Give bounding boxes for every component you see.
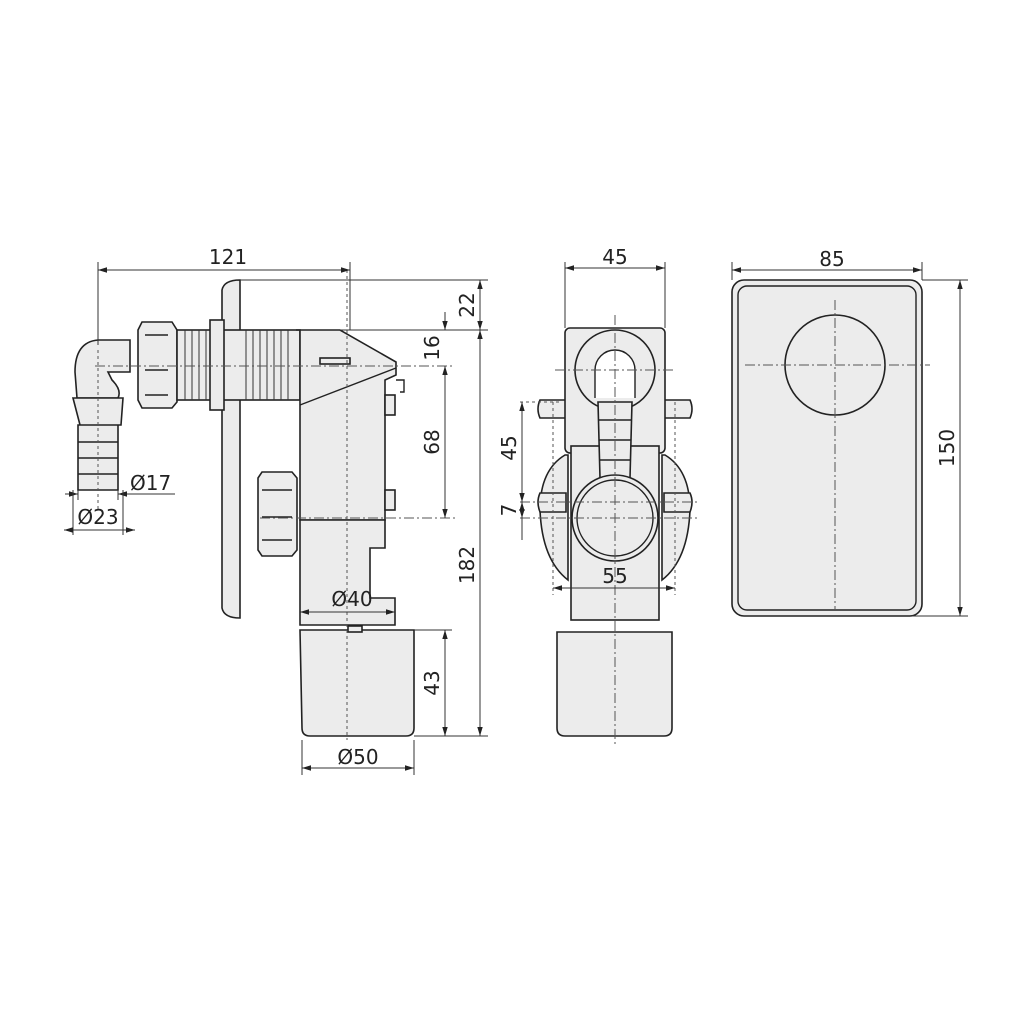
dia-40: Ø40 <box>331 587 372 611</box>
cover-height-150: 150 <box>935 429 959 467</box>
dim-43: 43 <box>420 670 444 695</box>
side-inlet-nut <box>257 471 298 557</box>
dim-182: 182 <box>455 546 479 584</box>
front-width-45: 45 <box>602 245 627 269</box>
hose-barb <box>71 397 124 491</box>
outlet-cup <box>299 629 415 737</box>
lock-nut <box>209 319 225 411</box>
cover-view: 85 150 <box>731 247 968 617</box>
dia-23: Ø23 <box>77 505 118 529</box>
front-view: 45 45 7 55 <box>497 245 700 745</box>
dia-17: Ø17 <box>130 471 171 495</box>
front-dim-7: 7 <box>497 504 521 517</box>
dim-121: 121 <box>209 245 247 269</box>
dim-68: 68 <box>420 429 444 454</box>
side-view: 121 22 16 68 182 43 Ø40 Ø50 Ø17 Ø23 <box>64 245 488 775</box>
union-nut <box>137 321 178 409</box>
thread-lines <box>184 330 289 400</box>
dia-50: Ø50 <box>337 745 378 769</box>
dim-16: 16 <box>420 335 444 360</box>
hose-elbow <box>74 339 131 399</box>
dim-22: 22 <box>455 292 479 317</box>
threaded-pipe <box>176 329 301 401</box>
front-dim-45: 45 <box>497 435 521 460</box>
front-width-55: 55 <box>602 564 627 588</box>
cover-width-85: 85 <box>819 247 844 271</box>
